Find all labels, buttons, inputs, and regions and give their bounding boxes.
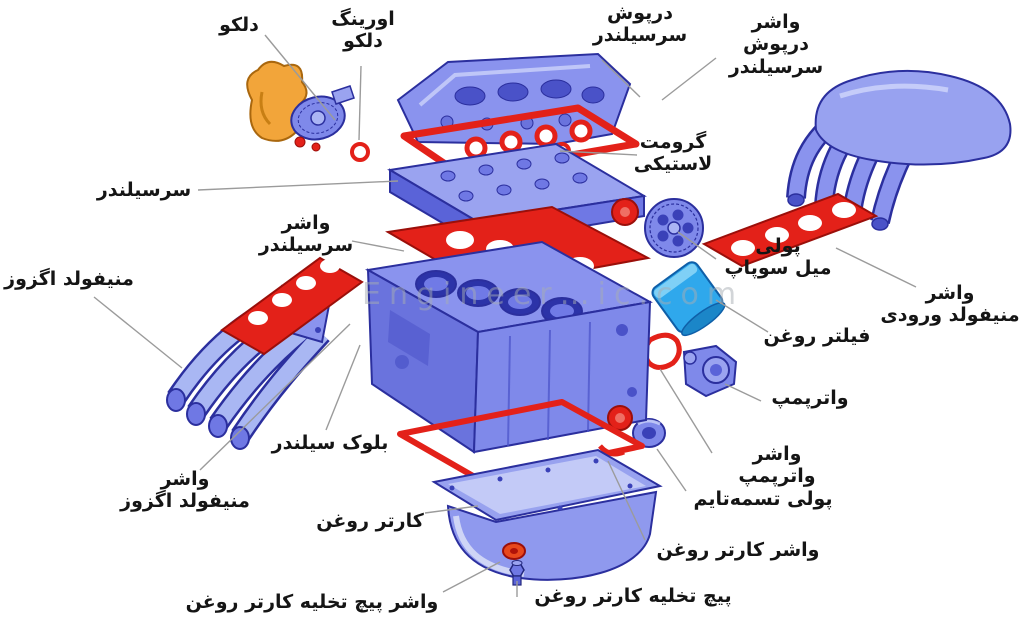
label-intake-manifold-gasket: واشر منیفولد ورودی [880, 282, 1020, 327]
label-valve-cover-gasket: واشر درپوش سرسیلندر [728, 11, 824, 78]
cylinder-block-part [365, 240, 653, 454]
timing-belt-pulley-part [632, 418, 666, 448]
label-water-pump-gasket: واشر واترپمپ [738, 443, 816, 488]
distributor-part [246, 60, 355, 152]
label-oil-filter: فیلتر روغن [763, 325, 871, 347]
watermark-text: Engineer…ic.com [362, 277, 744, 312]
label-head-gasket: واشر سرسیلندر [258, 212, 354, 257]
water-pump-gasket-part [642, 332, 682, 370]
valve-cover-part [396, 52, 632, 146]
distributor-oring-part [350, 142, 370, 162]
label-camshaft-pulley: پولی میل سوپاپ [724, 235, 832, 280]
label-distributor: دلکو [219, 14, 259, 36]
label-rubber-grommet: گرومت لاستیکی [633, 131, 713, 176]
label-exhaust-manifold-gasket: واشر منیفولد اگزوز [120, 468, 250, 513]
drain-plug-part [509, 560, 525, 586]
label-water-pump: واترپمپ [771, 387, 849, 409]
intake-manifold-gasket-part [701, 192, 879, 268]
label-distributor-oring: اورینگ دلکو [331, 8, 395, 53]
exhaust-manifold-gasket-part [220, 256, 364, 356]
leader-lines [93, 34, 917, 597]
camshaft-pulley-part [644, 198, 704, 258]
water-pump-part [682, 344, 738, 398]
label-drain-plug-washer: واشر پیچ تخلیه کارتر روغن [185, 591, 439, 613]
label-valve-cover: درپوش سرسیلندر [592, 2, 688, 47]
oil-filter-part [651, 261, 726, 337]
label-cylinder-head: سرسیلندر [96, 179, 192, 201]
label-oil-pan-gasket: واشر کارتر روغن [656, 539, 820, 561]
label-oil-pan: کارتر روغن [316, 510, 424, 532]
label-exhaust-manifold: منیفولد اگزوز [4, 268, 134, 290]
label-drain-plug: پیچ تخلیه کارتر روغن [534, 585, 732, 607]
label-cylinder-block: بلوک سیلندر [271, 432, 389, 454]
label-timing-belt-pulley: پولی تسمه‌تایم [693, 488, 833, 510]
drain-plug-washer-part [502, 542, 526, 560]
oil-pan-part [431, 448, 663, 581]
oil-pan-gasket-part [397, 399, 645, 483]
